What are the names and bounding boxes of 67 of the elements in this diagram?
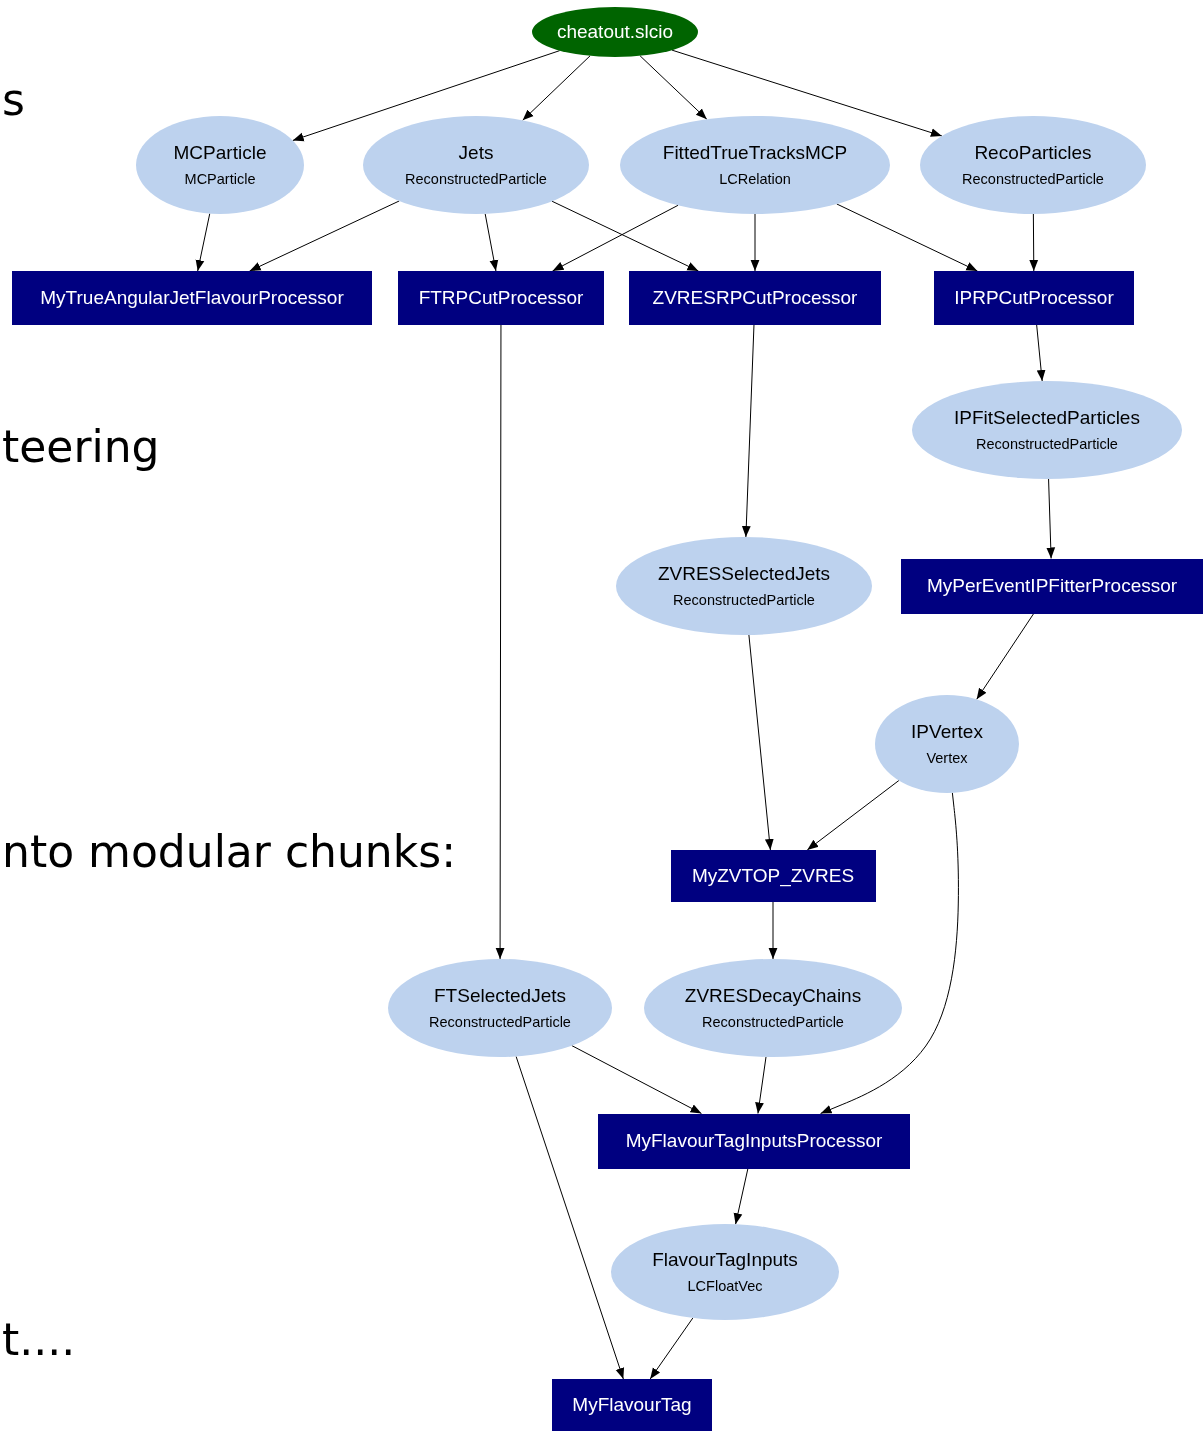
arrow xyxy=(768,901,778,960)
node-type: ReconstructedParticle xyxy=(702,1013,844,1032)
node-type: MCParticle xyxy=(184,170,256,189)
node-type: ReconstructedParticle xyxy=(976,435,1118,454)
node-type: ReconstructedParticle xyxy=(405,170,547,189)
node-title: Jets xyxy=(458,141,494,165)
arrow xyxy=(755,1056,767,1114)
node-type: ReconstructedParticle xyxy=(429,1013,571,1032)
processor-box xyxy=(598,1113,910,1169)
arrow xyxy=(806,779,900,851)
node-title: IPRPCutProcessor xyxy=(954,286,1114,310)
arrow xyxy=(522,55,591,121)
arrow xyxy=(484,213,499,272)
node-title: MyFlavourTagInputsProcessor xyxy=(625,1129,883,1153)
node-title: FTSelectedJets xyxy=(434,984,566,1008)
arrow xyxy=(639,55,708,120)
arrow xyxy=(649,1317,694,1380)
arrow xyxy=(571,1045,702,1114)
processor-box xyxy=(670,850,876,902)
node-title: ZVRESRPCutProcessor xyxy=(652,286,858,310)
arrow xyxy=(195,213,211,272)
arrow xyxy=(741,324,755,538)
node-title: MyTrueAngularJetFlavourProcessor xyxy=(40,286,344,310)
arrow xyxy=(1029,213,1039,272)
arrow xyxy=(976,613,1035,700)
node-title: FittedTrueTracksMCP xyxy=(662,141,848,165)
node-type: Vertex xyxy=(926,749,968,768)
node-title: ZVRESSelectedJets xyxy=(657,562,831,586)
node-type: LCFloatVec xyxy=(687,1277,763,1296)
node-type: LCRelation xyxy=(719,170,791,189)
node-title: FlavourTagInputs xyxy=(652,1248,798,1272)
node-title: IPVertex xyxy=(911,720,983,744)
node-title: MyPerEventIPFitterProcessor xyxy=(926,574,1178,598)
slide-text: nto modular chunks: xyxy=(2,830,456,874)
arrow xyxy=(836,203,978,272)
node-title: ZVRESDecayChains xyxy=(684,984,862,1008)
arrow xyxy=(249,200,400,272)
arrow xyxy=(552,204,679,272)
arrow xyxy=(750,213,760,272)
slide-text: teering xyxy=(2,425,160,469)
node-title: RecoParticles xyxy=(974,141,1092,165)
arrow xyxy=(748,634,774,851)
processor-box xyxy=(398,271,604,325)
arrow xyxy=(551,200,699,272)
arrow xyxy=(292,50,561,142)
arrow xyxy=(820,792,959,1114)
arrow xyxy=(733,1168,749,1225)
processor-box xyxy=(12,271,372,325)
arrow xyxy=(1046,478,1056,559)
node-type: ReconstructedParticle xyxy=(673,591,815,610)
arrow xyxy=(515,1056,625,1380)
processor-box xyxy=(901,558,1203,614)
slide-text: t.... xyxy=(2,1318,76,1362)
processor-box xyxy=(552,1379,712,1431)
node-title: MyFlavourTag xyxy=(572,1393,692,1417)
arrow xyxy=(495,324,505,960)
node-title: MCParticle xyxy=(173,141,267,165)
node-title: MyZVTOP_ZVRES xyxy=(691,864,855,888)
node-title: cheatout.slcio xyxy=(556,20,674,44)
processor-box xyxy=(934,271,1134,325)
processor-box xyxy=(629,271,881,325)
node-type: ReconstructedParticle xyxy=(962,170,1104,189)
slide-text: s xyxy=(2,78,25,122)
node-title: IPFitSelectedParticles xyxy=(954,406,1140,430)
arrow xyxy=(671,49,943,137)
arrow xyxy=(1036,324,1046,382)
node-title: FTRPCutProcessor xyxy=(418,286,584,310)
